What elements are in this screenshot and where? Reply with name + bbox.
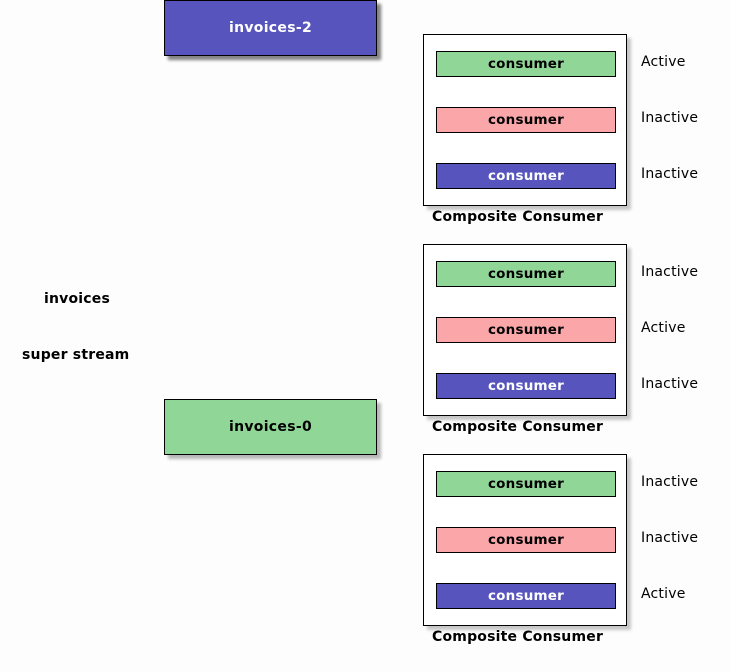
consumer-label: consumer [487, 588, 564, 604]
consumer-box-0-1[interactable]: consumer [436, 107, 616, 133]
consumer-row: consumer Inactive [424, 163, 698, 189]
consumer-box-2-2[interactable]: consumer [436, 583, 616, 609]
consumer-status-badge: Inactive [641, 474, 699, 490]
consumer-status-badge: Active [641, 54, 686, 70]
consumer-label: consumer [487, 168, 564, 184]
consumer-box-0-2[interactable]: consumer [436, 163, 616, 189]
consumer-label: consumer [487, 476, 564, 492]
consumer-box-1-2[interactable]: consumer [436, 373, 616, 399]
consumer-box-0-0[interactable]: consumer [436, 51, 616, 77]
composite-consumer-group-2[interactable]: consumer Inactive consumer Inactive cons… [423, 454, 698, 626]
consumer-label: consumer [487, 532, 564, 548]
consumer-status-badge: Inactive [641, 166, 699, 182]
consumer-row: consumer Inactive [424, 373, 698, 399]
consumer-box-2-0[interactable]: consumer [436, 471, 616, 497]
consumer-status-badge: Active [641, 586, 686, 602]
consumer-row: consumer Inactive [424, 527, 698, 553]
consumer-box-2-1[interactable]: consumer [436, 527, 616, 553]
super-stream-name: invoices [44, 291, 111, 307]
consumer-row: consumer Inactive [424, 261, 698, 287]
consumer-row: consumer Active [424, 317, 685, 343]
consumer-row: consumer Inactive [424, 107, 698, 133]
consumer-status-badge: Inactive [641, 376, 699, 392]
consumer-label: consumer [487, 56, 564, 72]
consumer-row: consumer Active [424, 51, 685, 77]
consumer-status-badge: Inactive [641, 110, 699, 126]
consumer-row: consumer Inactive [424, 471, 698, 497]
consumer-label: consumer [487, 112, 564, 128]
composite-consumer-group-1[interactable]: consumer Inactive consumer Active consum… [423, 244, 698, 416]
partition-label: invoices-0 [229, 419, 312, 435]
composite-consumer-caption-0: Composite Consumer [432, 209, 604, 225]
consumer-label: consumer [487, 322, 564, 338]
composite-consumer-group-0[interactable]: consumer Active consumer Inactive consum… [423, 34, 698, 206]
consumer-box-1-1[interactable]: consumer [436, 317, 616, 343]
composite-consumer-caption-2: Composite Consumer [432, 629, 604, 645]
partition-box-0[interactable]: invoices-0 [164, 399, 377, 455]
consumer-label: consumer [487, 266, 564, 282]
composite-consumer-caption-1: Composite Consumer [432, 419, 604, 435]
consumer-status-badge: Inactive [641, 264, 699, 280]
consumer-row: consumer Active [424, 583, 685, 609]
super-stream-kind-label: super stream [22, 347, 130, 363]
partition-label: invoices-2 [229, 20, 312, 36]
consumer-box-1-0[interactable]: consumer [436, 261, 616, 287]
partition-box-2[interactable]: invoices-2 [164, 0, 377, 56]
consumer-label: consumer [487, 378, 564, 394]
consumer-status-badge: Inactive [641, 530, 699, 546]
consumer-status-badge: Active [641, 320, 686, 336]
